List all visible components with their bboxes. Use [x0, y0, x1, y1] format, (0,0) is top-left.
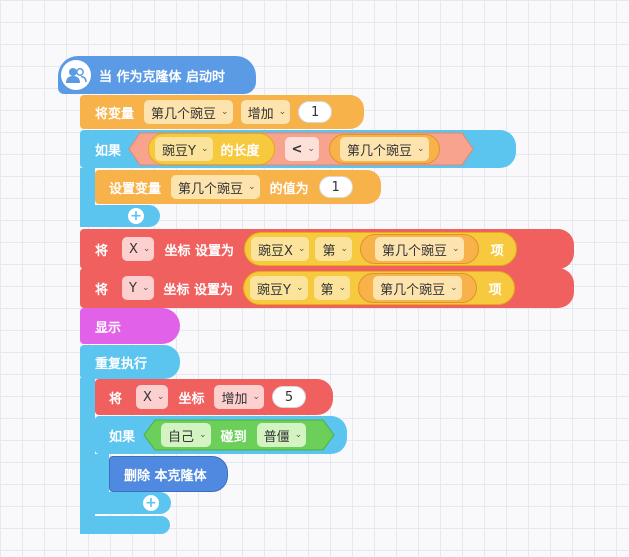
variable-dropdown[interactable]: 第几个豌豆⌄ [171, 175, 260, 199]
chevron-down-icon: ⌄ [297, 244, 306, 254]
chevron-down-icon: ⌄ [142, 244, 151, 254]
if-block-footer [95, 492, 171, 514]
coord-set-label: 坐标 设置为 [164, 243, 234, 259]
chevron-down-icon: ⌄ [221, 107, 229, 117]
variable-dropdown[interactable]: 第几个豌豆⌄ [373, 276, 462, 300]
delete-clone-block[interactable]: 删除 本克隆体 [109, 456, 228, 492]
value-input[interactable]: 5 [272, 386, 307, 408]
add-else-button[interactable]: + [128, 208, 144, 224]
coord-label: 坐标 [178, 391, 205, 407]
axis-dropdown[interactable]: X⌄ [136, 385, 169, 409]
operation-dropdown[interactable]: 增加⌄ [240, 100, 291, 124]
target-dropdown[interactable]: 自己⌄ [161, 423, 211, 447]
variable-reporter[interactable]: 第几个豌豆⌄ [328, 134, 440, 164]
value-input[interactable]: 1 [298, 101, 333, 123]
forever-label: 重复执行 [95, 356, 148, 372]
chevron-down-icon: ⌄ [294, 430, 303, 440]
value-is-label: 的值为 [269, 181, 309, 197]
coord-set-label: 坐标 设置为 [163, 282, 234, 298]
item-label: 项 [488, 282, 502, 298]
if-block-rail [95, 454, 109, 496]
list-length-reporter[interactable]: 豌豆Y⌄ 的长度 [148, 133, 275, 165]
chevron-down-icon: ⌄ [338, 283, 347, 293]
chevron-down-icon: ⌄ [296, 283, 304, 293]
forever-loop-footer [80, 516, 170, 534]
sprite-dropdown[interactable]: 普僵⌄ [256, 423, 307, 447]
chevron-down-icon: ⌄ [200, 144, 209, 154]
chevron-down-icon: ⌄ [278, 107, 287, 117]
variable-dropdown[interactable]: 第几个豌豆⌄ [144, 100, 233, 124]
chevron-down-icon: ⌄ [416, 144, 425, 154]
list-dropdown[interactable]: 豌豆Y⌄ [250, 276, 308, 300]
chevron-down-icon: ⌄ [307, 144, 315, 154]
chevron-down-icon: ⌄ [199, 430, 207, 440]
hat-label: 当 作为克隆体 启动时 [99, 69, 226, 85]
if-label: 如果 [95, 143, 122, 159]
operator-dropdown[interactable]: <⌄ [284, 137, 319, 161]
user-icon [61, 60, 91, 90]
list-item-reporter[interactable]: 豌豆X⌄ 第⌄ 第几个豌豆⌄ 项 [244, 232, 517, 266]
nth-dropdown[interactable]: 第⌄ [315, 237, 353, 261]
forever-block[interactable]: 重复执行 [80, 345, 180, 379]
change-variable-label: 将变量 [95, 106, 135, 122]
when-cloned-hat-block[interactable]: 当 作为克隆体 启动时 [58, 56, 256, 94]
set-variable-block[interactable]: 设置变量 第几个豌豆⌄ 的值为 1 [95, 170, 381, 204]
chevron-down-icon: ⌄ [156, 392, 165, 402]
show-block[interactable]: 显示 [80, 308, 180, 344]
length-of-label: 的长度 [220, 143, 260, 159]
change-variable-block[interactable]: 将变量 第几个豌豆⌄ 增加⌄ 1 [80, 95, 364, 129]
item-label: 项 [490, 243, 504, 259]
change-x-block[interactable]: 将 X⌄ 坐标 增加⌄ 5 [95, 379, 333, 415]
variable-dropdown[interactable]: 第几个豌豆⌄ [375, 237, 464, 261]
axis-dropdown[interactable]: Y⌄ [122, 276, 154, 300]
chevron-down-icon: ⌄ [248, 182, 256, 192]
variable-reporter[interactable]: 第几个豌豆⌄ [358, 273, 477, 303]
set-variable-label: 设置变量 [109, 181, 162, 197]
list-dropdown[interactable]: 豌豆Y⌄ [155, 137, 213, 161]
add-else-button[interactable]: + [143, 495, 159, 511]
if-block-rail [80, 168, 95, 208]
set-label: 将 [95, 282, 109, 298]
variable-reporter[interactable]: 第几个豌豆⌄ [360, 234, 479, 264]
chevron-down-icon: ⌄ [141, 283, 150, 293]
show-label: 显示 [95, 320, 122, 336]
delete-clone-label: 删除 本克隆体 [124, 468, 207, 484]
chevron-down-icon: ⌄ [450, 283, 458, 293]
if-block-footer [80, 205, 160, 227]
operation-dropdown[interactable]: 增加⌄ [214, 385, 265, 409]
forever-loop-rail [80, 378, 95, 518]
axis-dropdown[interactable]: X⌄ [122, 237, 155, 261]
touching-label: 碰到 [220, 429, 247, 445]
set-x-block[interactable]: 将 X⌄ 坐标 设置为 豌豆X⌄ 第⌄ 第几个豌豆⌄ 项 [80, 229, 574, 269]
chevron-down-icon: ⌄ [452, 244, 460, 254]
nth-dropdown[interactable]: 第⌄ [313, 276, 351, 300]
set-label: 将 [109, 391, 123, 407]
variable-dropdown[interactable]: 第几个豌豆⌄ [339, 137, 429, 161]
set-label: 将 [95, 243, 109, 259]
set-y-block[interactable]: 将 Y⌄ 坐标 设置为 豌豆Y⌄ 第⌄ 第几个豌豆⌄ 项 [80, 268, 574, 308]
list-item-reporter[interactable]: 豌豆Y⌄ 第⌄ 第几个豌豆⌄ 项 [243, 271, 515, 305]
if-block[interactable]: 如果 豌豆Y⌄ 的长度 <⌄ 第几个豌豆⌄ [80, 130, 516, 168]
chevron-down-icon: ⌄ [340, 244, 349, 254]
if-label: 如果 [109, 429, 136, 445]
if-touching-block[interactable]: 如果 自己⌄ 碰到 普僵⌄ [95, 416, 347, 454]
list-dropdown[interactable]: 豌豆X⌄ [251, 237, 310, 261]
chevron-down-icon: ⌄ [252, 392, 261, 402]
value-input[interactable]: 1 [318, 176, 353, 198]
